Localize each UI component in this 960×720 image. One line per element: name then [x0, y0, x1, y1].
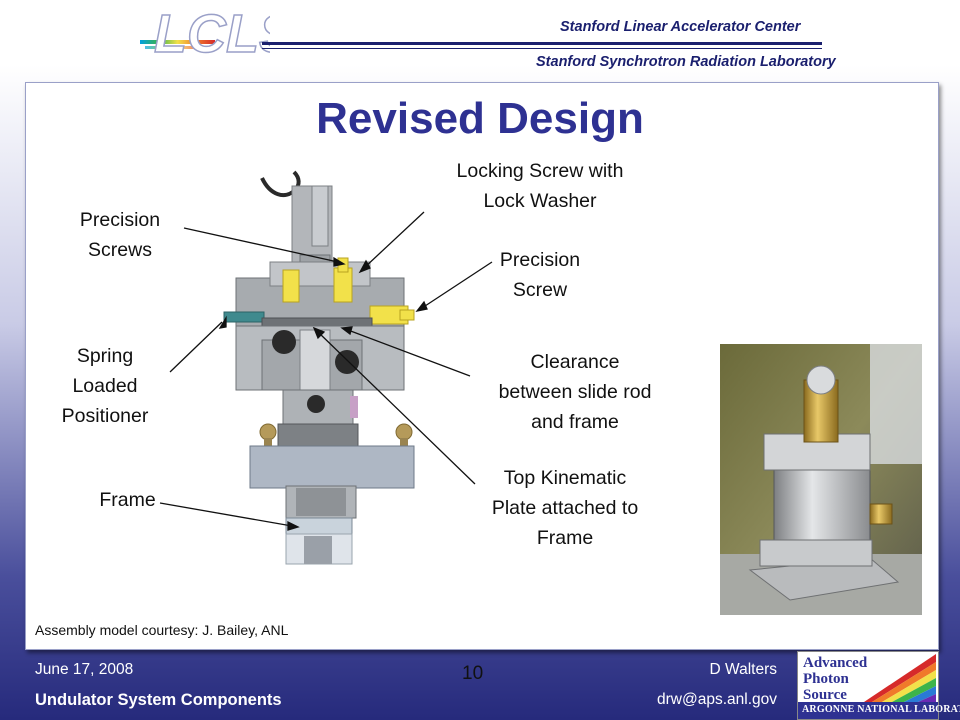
lab-name-line1: Stanford Linear Accelerator Center	[560, 19, 801, 35]
label-line: Screw	[512, 279, 568, 301]
label-line: Precision	[79, 209, 161, 231]
lab-name-line2: Stanford Synchrotron Radiation Laborator…	[536, 54, 836, 70]
label-line: Screws	[88, 239, 152, 261]
label-line: Positioner	[61, 405, 149, 427]
label-clearance: Clearance between slide rod and frame	[470, 347, 680, 437]
aps-line: Source	[803, 687, 847, 703]
footer-date: June 17, 2008	[35, 661, 134, 678]
label-spring-positioner: Spring Loaded Positioner	[40, 341, 170, 431]
aps-line: Photon	[803, 671, 849, 687]
footer-email: drw@aps.anl.gov	[657, 691, 777, 708]
label-line: Loaded	[72, 375, 138, 397]
label-precision-screw: Precision Screw	[470, 245, 610, 305]
label-line: Frame	[536, 527, 594, 549]
label-line: Clearance	[530, 351, 620, 373]
footer-author: D Walters	[709, 661, 777, 678]
label-precision-screws: Precision Screws	[60, 205, 180, 265]
model-credit: Assembly model courtesy: J. Bailey, ANL	[35, 622, 289, 638]
page-number: 10	[462, 663, 484, 684]
label-line: Frame	[99, 489, 156, 511]
label-line: Locking Screw with	[456, 160, 624, 182]
header-rule	[262, 42, 822, 45]
aps-rainbow-icon	[864, 654, 936, 702]
aps-lab-bar	[798, 702, 938, 719]
footer-section: Undulator System Components	[35, 691, 282, 709]
label-locking-screw: Locking Screw with Lock Washer	[420, 156, 660, 216]
label-line: and frame	[531, 411, 619, 433]
label-frame: Frame	[80, 485, 175, 515]
aps-logo-text: Advanced Photon Source	[803, 655, 867, 703]
label-line: Precision	[499, 249, 581, 271]
label-line: Top Kinematic	[503, 467, 627, 489]
aps-line: Advanced	[803, 655, 868, 671]
label-line: Lock Washer	[483, 190, 597, 212]
label-line: Plate attached to	[491, 497, 639, 519]
header-rule-thin	[262, 48, 822, 49]
label-kinematic-plate: Top Kinematic Plate attached to Frame	[460, 463, 670, 553]
aps-lab-name: ARGONNE NATIONAL LABORATORY	[802, 704, 960, 715]
slide-title: Revised Design	[316, 94, 644, 143]
label-line: between slide rod	[498, 381, 652, 403]
hardware-photo	[720, 344, 922, 615]
aps-logo: Advanced Photon Source ARGONNE NATIONAL …	[797, 651, 960, 720]
label-line: Spring	[76, 345, 134, 367]
